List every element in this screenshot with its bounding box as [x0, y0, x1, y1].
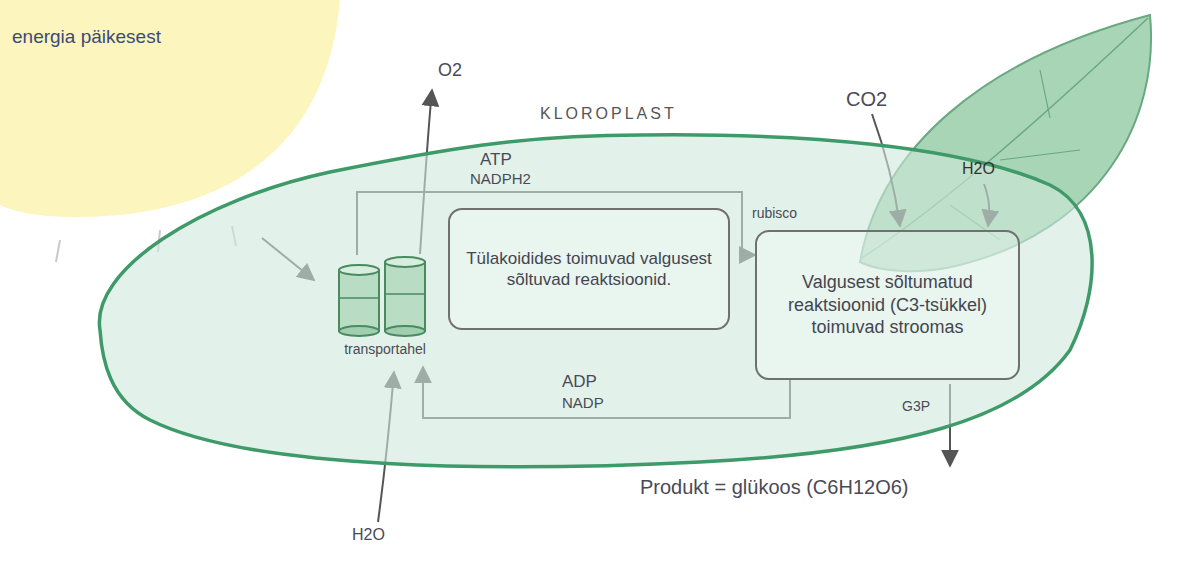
- molecule-label: CO2: [846, 88, 887, 111]
- thylakoid-stack: transportahel: [327, 255, 443, 367]
- process-box: Valgusest sõltumatud reaktsioonid (C3-ts…: [755, 230, 1020, 380]
- product-label: Produkt = glükoos (C6H12O6): [640, 476, 908, 499]
- thylakoid-disc: [339, 265, 379, 275]
- thylakoid-disc: [339, 297, 379, 299]
- edge-label: ADP: [562, 372, 597, 392]
- molecule-label: H2O: [352, 526, 385, 544]
- thylakoid-disc: [339, 326, 379, 336]
- thylakoid-disc: [385, 293, 425, 295]
- molecule-label: H2O: [962, 160, 995, 178]
- thylakoid-disc: [385, 326, 425, 336]
- molecule-label: O2: [438, 60, 462, 81]
- edge-label: NADPH2: [470, 170, 531, 187]
- sun-ray: [56, 240, 60, 262]
- thylakoid-disc: [385, 262, 425, 331]
- thylakoid-disc: [339, 270, 379, 331]
- molecule-label: ATP: [480, 150, 512, 170]
- process-box: Tülakoidides toimuvad valgusest sõltuvad…: [448, 208, 730, 330]
- molecule-label: NADP: [562, 394, 604, 411]
- enzyme-label: rubisco: [752, 205, 797, 221]
- box-text: Valgusest sõltumatud reaktsioonid (C3-ts…: [767, 271, 1008, 339]
- molecule-label: G3P: [902, 398, 930, 414]
- energy-label: energia päikesest: [12, 26, 161, 48]
- chloroplast-heading: KLOROPLAST: [540, 105, 677, 123]
- box-text: Tülakoidides toimuvad valgusest sõltuvad…: [460, 248, 718, 291]
- chloroplast-membrane: [99, 135, 1092, 467]
- thylakoid-symbol: [327, 255, 437, 339]
- thylakoid-disc: [385, 257, 425, 267]
- chloroplast-outline: KLOROPLAST transportahel Tülakoidides toim…: [60, 95, 1110, 480]
- thylakoid-label: transportahel: [327, 341, 443, 357]
